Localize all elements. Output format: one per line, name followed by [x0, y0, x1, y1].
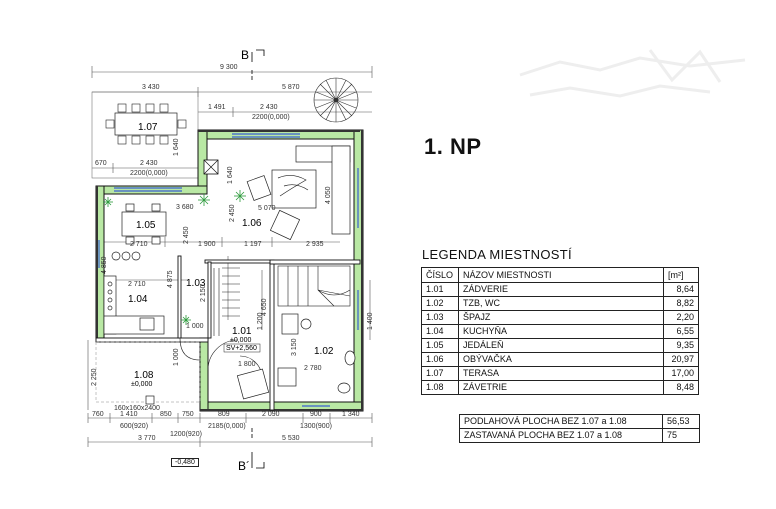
dimension-texts: 9 300 3 430 5 870 1 491 2 430 2200(0,000… [91, 64, 374, 442]
svg-text:600(920): 600(920) [120, 423, 148, 430]
svg-text:2 935: 2 935 [306, 241, 324, 248]
room-label-1-07: 1.07 [138, 122, 158, 133]
svg-text:2 090: 2 090 [262, 411, 280, 418]
sv-label: SV+2,560 [226, 345, 257, 352]
svg-text:1 640: 1 640 [173, 138, 180, 156]
svg-text:1 491: 1 491 [208, 104, 226, 111]
section-mark-bottom: B´ [238, 459, 250, 473]
svg-text:1200(920): 1200(920) [170, 431, 202, 438]
svg-text:9 300: 9 300 [220, 64, 238, 71]
room-label-1-06: 1.06 [242, 218, 262, 229]
svg-text:5 530: 5 530 [282, 435, 300, 442]
floor-title: 1. NP [424, 134, 482, 159]
table-row: PODLAHOVÁ PLOCHA BEZ 1.07 a 1.08 56,53 [459, 414, 700, 429]
room-label-1-04: 1.04 [128, 294, 148, 305]
svg-text:900: 900 [310, 411, 322, 418]
table-row: 1.05 JEDÁLEŇ 9,35 [421, 338, 699, 353]
wall-dark-edges [96, 130, 363, 411]
section-mark-top: B [241, 48, 249, 62]
room-level-1-08: ±0,000 [131, 381, 152, 388]
table-row: 1.08 ZÁVETRIE 8,48 [421, 380, 699, 395]
svg-text:2185(0,000): 2185(0,000) [208, 423, 246, 430]
tree-symbol [313, 77, 359, 123]
svg-text:2 150: 2 150 [200, 284, 207, 302]
area-totals-table: PODLAHOVÁ PLOCHA BEZ 1.07 a 1.08 56,53 Z… [459, 414, 700, 443]
dining-table [111, 203, 167, 261]
svg-text:1 800: 1 800 [238, 361, 256, 368]
svg-text:4 850: 4 850 [101, 256, 108, 274]
room-label-1-01: 1.01 [232, 326, 252, 337]
svg-text:2 450: 2 450 [183, 226, 190, 244]
svg-text:3 150: 3 150 [291, 338, 298, 356]
svg-text:3 680: 3 680 [176, 204, 194, 211]
room-label-1-02: 1.02 [314, 346, 334, 357]
svg-text:1 900: 1 900 [198, 241, 216, 248]
room-label-1-05: 1.05 [136, 220, 156, 231]
bathroom-fixtures [277, 313, 356, 394]
section-cut-line [251, 49, 265, 469]
kitchen-counter [103, 275, 165, 335]
table-row: ZASTAVANÁ PLOCHA BEZ 1.07 a 1.08 75 [459, 428, 700, 443]
svg-text:1300(900): 1300(900) [300, 423, 332, 430]
svg-text:4 650: 4 650 [261, 298, 268, 316]
svg-text:2200(0,000): 2200(0,000) [252, 114, 290, 121]
vestibule-bench [236, 368, 270, 400]
svg-text:850: 850 [160, 411, 172, 418]
canopy-column [145, 395, 155, 405]
svg-text:160x160x2400: 160x160x2400 [114, 405, 160, 412]
plant-symbols [103, 190, 246, 325]
svg-text:2 780: 2 780 [304, 365, 322, 372]
table-row: 1.01 ZÁDVERIE 8,64 [421, 282, 699, 297]
legend-col-number: ČÍSLO [421, 267, 459, 283]
svg-text:3 430: 3 430 [142, 84, 160, 91]
svg-text:750: 750 [182, 411, 194, 418]
svg-text:2 450: 2 450 [229, 204, 236, 222]
svg-text:2 710: 2 710 [128, 281, 146, 288]
svg-text:5 070: 5 070 [258, 205, 276, 212]
svg-text:2 430: 2 430 [140, 160, 158, 167]
room-level-1-01: ±0,000 [230, 337, 251, 344]
svg-text:1 197: 1 197 [244, 241, 262, 248]
legend-header-row: ČÍSLO NÁZOV MIESTNOSTI [m²] [421, 267, 699, 283]
legend-col-area: [m²] [663, 267, 699, 283]
faint-background-sketch [519, 49, 746, 98]
svg-text:1 000: 1 000 [186, 323, 204, 330]
svg-text:670: 670 [95, 160, 107, 167]
level-marker: -0,480 [171, 458, 199, 467]
terrace-1-07 [91, 91, 199, 179]
windows [98, 133, 359, 407]
svg-text:2200(0,000): 2200(0,000) [130, 170, 168, 177]
svg-text:4 875: 4 875 [167, 270, 174, 288]
table-row: 1.07 TERASA 17,00 [421, 366, 699, 381]
svg-text:1 200: 1 200 [257, 312, 264, 330]
svg-text:1 410: 1 410 [120, 411, 138, 418]
svg-text:760: 760 [92, 411, 104, 418]
pantry-shelves [213, 267, 240, 336]
table-row: 1.02 TZB, WC 8,82 [421, 296, 699, 311]
svg-text:2 250: 2 250 [91, 368, 98, 386]
living-room-furniture [246, 145, 351, 241]
svg-text:1 000: 1 000 [173, 348, 180, 366]
svg-text:1 340: 1 340 [342, 411, 360, 418]
room-legend-table: ČÍSLO NÁZOV MIESTNOSTI [m²] 1.01 ZÁDVERI… [421, 267, 699, 395]
svg-text:2 710: 2 710 [130, 241, 148, 248]
room-label-1-03: 1.03 [186, 278, 206, 289]
legend-col-name: NÁZOV MIESTNOSTI [458, 267, 664, 283]
svg-text:3 770: 3 770 [138, 435, 156, 442]
legend-title: LEGENDA MIESTNOSTÍ [422, 247, 572, 262]
table-row: 1.03 ŠPAJZ 2,20 [421, 310, 699, 325]
svg-text:1 640: 1 640 [227, 166, 234, 184]
svg-text:2 430: 2 430 [260, 104, 278, 111]
svg-text:5 870: 5 870 [282, 84, 300, 91]
sv-label-box [223, 343, 261, 353]
table-row: 1.04 KUCHYŇA 6,55 [421, 324, 699, 339]
svg-text:809: 809 [218, 411, 230, 418]
table-row: 1.06 OBÝVAČKA 20,97 [421, 352, 699, 367]
svg-text:4 050: 4 050 [325, 186, 332, 204]
room-label-1-08: 1.08 [134, 370, 154, 381]
svg-text:1 400: 1 400 [367, 312, 374, 330]
staircase [277, 265, 351, 307]
